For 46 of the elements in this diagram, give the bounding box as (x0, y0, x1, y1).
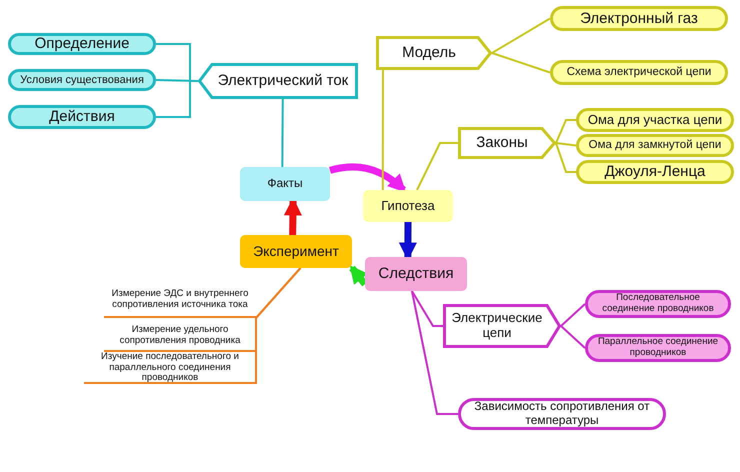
node-label: Параллельное соединение проводников (596, 337, 720, 359)
node-label: Последовательное соединение проводников (601, 293, 715, 315)
node-label: Факты (267, 177, 303, 191)
connector-line (411, 290, 443, 327)
connector-line (416, 142, 458, 190)
node-label: Схема электрической цепи (566, 66, 712, 80)
connector-line (255, 267, 302, 384)
node-label: Определение (34, 35, 130, 53)
fact-box (240, 167, 330, 201)
connector-line (555, 119, 576, 144)
experiment-box (240, 235, 352, 268)
node-label: Законы (476, 134, 529, 152)
node-label: Электрические цепи (450, 311, 544, 341)
node-label: Модель (402, 44, 457, 62)
topic-box (458, 127, 556, 159)
connector-line (410, 290, 458, 415)
node-label: Электронный газ (579, 10, 699, 28)
connector-line (492, 52, 550, 74)
node-label: Измерение удельного сопротивления проводника (118, 324, 242, 346)
node-label: Ома для участка цепи (586, 112, 724, 128)
connector-line (556, 142, 576, 146)
node-label: Эксперимент (253, 243, 339, 260)
connector-line (560, 303, 586, 327)
consequence-box (365, 257, 467, 291)
connector-line (555, 142, 576, 173)
node-label: Изучение последовательного и параллельного соединения проводников (100, 352, 240, 384)
node-label: Следствия (378, 265, 454, 283)
node-label: Гипотеза (381, 198, 435, 214)
connector-line (382, 70, 384, 190)
connector-line (156, 80, 198, 118)
connector-line (491, 18, 551, 54)
node-label: Электрический ток (216, 72, 348, 90)
node-label: Измерение ЭДС и внутреннего сопротивления источника тока (110, 289, 250, 311)
topic-box (376, 36, 492, 70)
topic-box (198, 63, 358, 99)
node-label: Ома для замкнутой цепи (588, 138, 722, 152)
connector-line (281, 99, 284, 167)
cycle-arrow (329, 163, 406, 193)
node-label: Действия (48, 108, 116, 126)
node-label: Условия существования (19, 74, 145, 86)
connector-line (560, 325, 586, 349)
underlined-note (84, 352, 256, 384)
hypothesis-box (363, 190, 453, 222)
topic-box (443, 304, 561, 348)
node-label: Джоуля-Ленца (604, 163, 706, 181)
node-label: Зависимость сопротивления от температуры (473, 400, 651, 428)
